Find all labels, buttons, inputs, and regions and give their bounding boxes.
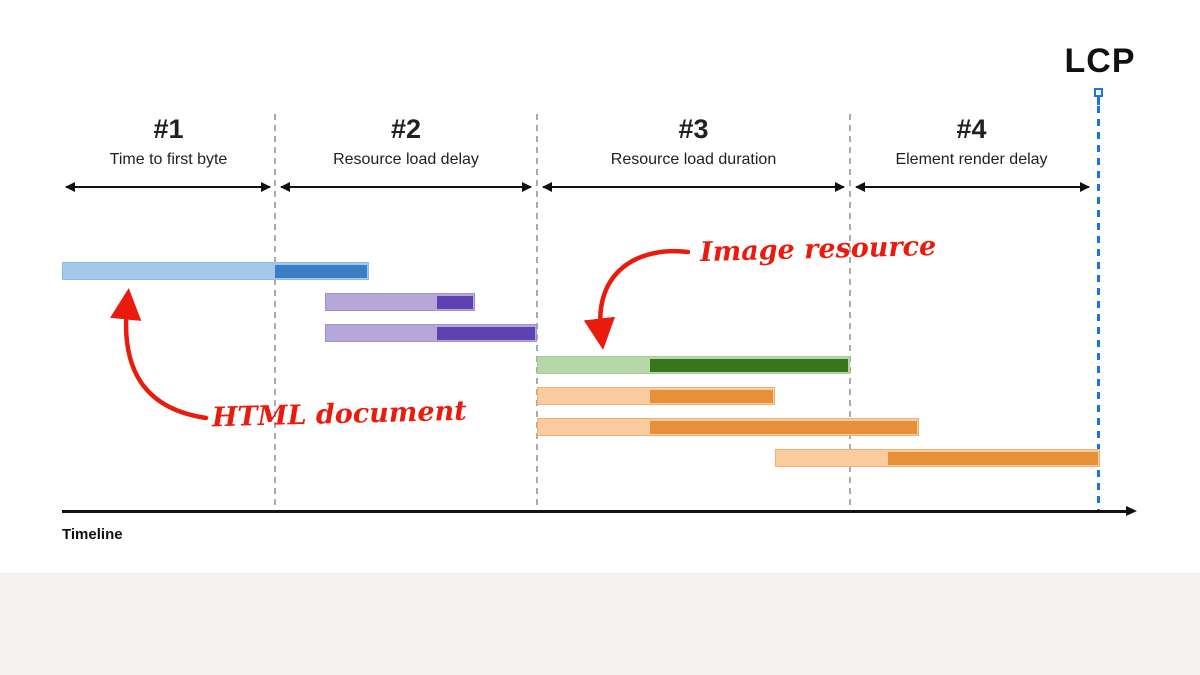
bar-image-dark-segment bbox=[650, 358, 848, 372]
bar-stylesheet-2-dark-segment bbox=[437, 326, 535, 340]
phase-divider-3 bbox=[849, 114, 851, 512]
phase-1-number: #1 bbox=[153, 114, 184, 144]
phase-4-sublabel: Element render delay bbox=[895, 151, 1048, 168]
annotation-html-document: HTML document bbox=[211, 395, 468, 434]
phase-4-extent-arrow bbox=[855, 181, 1090, 192]
annotation-image-resource: Image resource bbox=[699, 230, 937, 269]
bar-script-1-dark-segment bbox=[650, 389, 773, 403]
phase-2-extent-arrow bbox=[280, 181, 532, 192]
lcp-label: LCP bbox=[1064, 42, 1136, 80]
timeline-axis bbox=[62, 510, 1126, 513]
bar-script-2-dark-segment bbox=[650, 420, 917, 434]
bar-stylesheet-1-dark-segment bbox=[437, 295, 473, 309]
annotation-arrow-image-resource bbox=[583, 248, 691, 350]
phase-2-labelbox: #2 Resource load delay bbox=[275, 112, 537, 172]
phase-1-labelbox: #1 Time to first byte bbox=[62, 112, 275, 172]
bar-stylesheet-1 bbox=[325, 293, 475, 311]
bar-image bbox=[537, 356, 850, 374]
phase-4-number: #4 bbox=[956, 114, 987, 144]
phase-2-sublabel: Resource load delay bbox=[333, 151, 479, 168]
bar-script-1 bbox=[537, 387, 775, 405]
bar-document-dark-segment bbox=[275, 264, 367, 278]
phase-4-labelbox: #4 Element render delay bbox=[850, 112, 1093, 172]
phase-3-sublabel: Resource load duration bbox=[610, 151, 777, 168]
phase-divider-1 bbox=[274, 114, 276, 512]
bar-stylesheet-2 bbox=[325, 324, 537, 342]
phase-2-number: #2 bbox=[390, 114, 422, 144]
phase-3-number: #3 bbox=[678, 114, 709, 144]
timeline-axis-arrowhead-icon bbox=[1126, 506, 1137, 516]
timeline-label: Timeline bbox=[62, 526, 123, 543]
bar-script-2 bbox=[537, 418, 919, 436]
lcp-marker-icon bbox=[1094, 88, 1103, 97]
bar-document bbox=[62, 262, 369, 280]
lcp-marker-stem bbox=[1097, 97, 1100, 105]
phase-3-labelbox: #3 Resource load duration bbox=[537, 112, 850, 172]
phase-1-sublabel: Time to first byte bbox=[109, 151, 228, 168]
lcp-time-line bbox=[1097, 106, 1100, 511]
bar-script-3 bbox=[775, 449, 1100, 467]
phase-1-extent-arrow bbox=[65, 181, 271, 192]
annotation-arrow-html-document bbox=[110, 288, 209, 421]
phase-divider-2 bbox=[536, 114, 538, 512]
legend-band: Document Stylesheet Script Image bbox=[0, 573, 1200, 675]
bar-script-3-dark-segment bbox=[888, 451, 1098, 465]
phase-3-extent-arrow bbox=[542, 181, 845, 192]
